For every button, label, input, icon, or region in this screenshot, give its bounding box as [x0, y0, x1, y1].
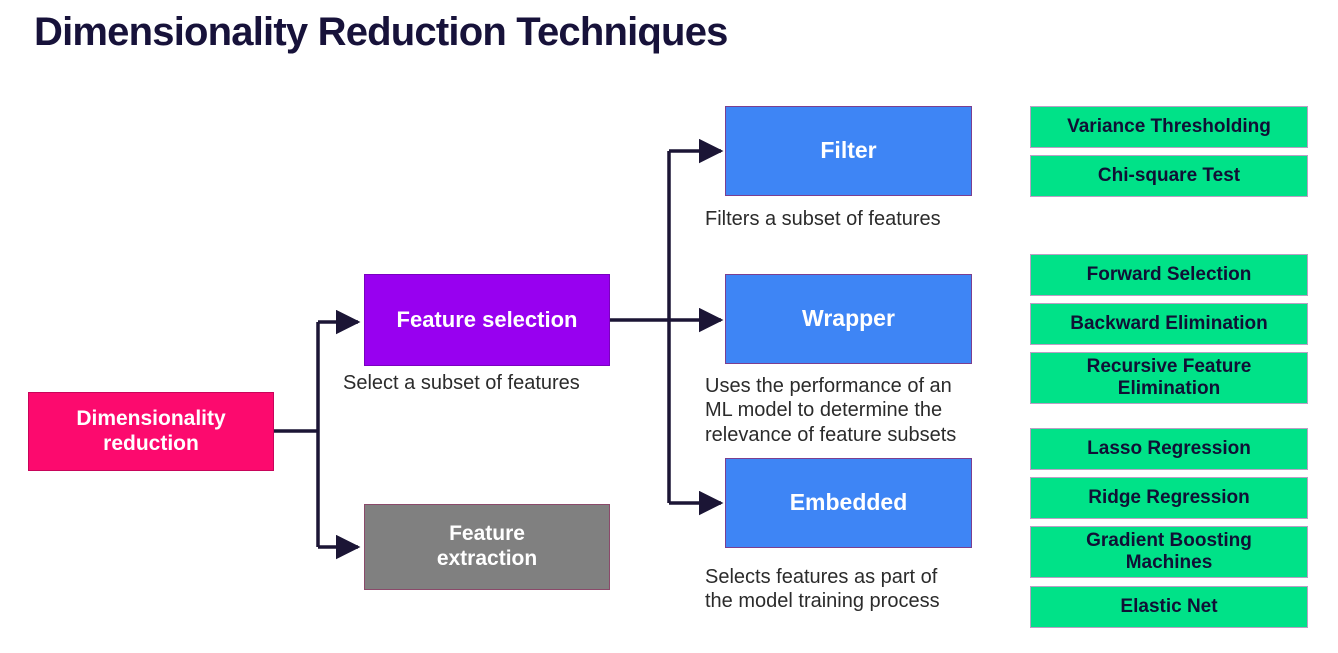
caption-wrapper: Uses the performance of an ML model to d… — [705, 375, 957, 446]
node-feature-extraction[interactable]: Feature extraction — [364, 504, 610, 590]
caption-filter: Filters a subset of features — [705, 208, 941, 230]
chip-variance-thresholding[interactable]: Variance Thresholding — [1030, 106, 1308, 148]
node-filter[interactable]: Filter — [725, 106, 972, 196]
chip-elastic-net[interactable]: Elastic Net — [1030, 586, 1308, 628]
node-dimensionality-reduction[interactable]: Dimensionality reduction — [28, 392, 274, 471]
node-embedded[interactable]: Embedded — [725, 458, 972, 548]
chip-ridge-regression[interactable]: Ridge Regression — [1030, 477, 1308, 519]
chip-backward-elimination[interactable]: Backward Elimination — [1030, 303, 1308, 345]
chip-chi-square-test[interactable]: Chi-square Test — [1030, 155, 1308, 197]
caption-feature-selection: Select a subset of features — [343, 372, 580, 394]
caption-embedded: Selects features as part of the model tr… — [705, 566, 940, 613]
chip-gradient-boosting-machines[interactable]: Gradient Boosting Machines — [1030, 526, 1308, 578]
node-feature-selection[interactable]: Feature selection — [364, 274, 610, 366]
node-wrapper[interactable]: Wrapper — [725, 274, 972, 364]
chip-lasso-regression[interactable]: Lasso Regression — [1030, 428, 1308, 470]
chip-recursive-feature-elimination[interactable]: Recursive Feature Elimination — [1030, 352, 1308, 404]
page-title: Dimensionality Reduction Techniques — [34, 10, 728, 54]
chip-forward-selection[interactable]: Forward Selection — [1030, 254, 1308, 296]
